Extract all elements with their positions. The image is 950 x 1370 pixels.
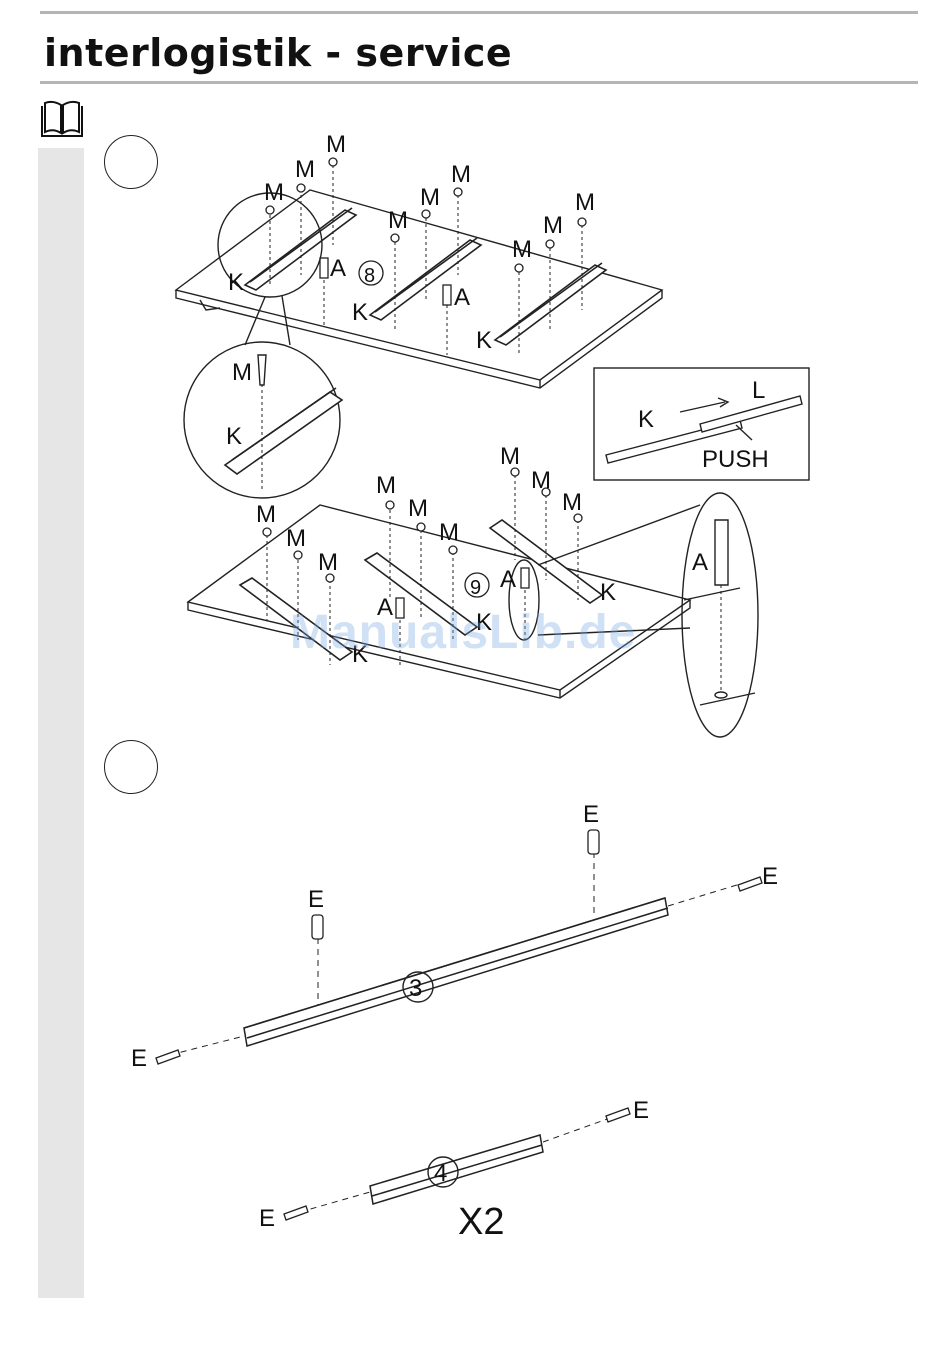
svg-text:M: M [388,207,408,234]
svg-text:M: M [451,161,471,188]
svg-text:M: M [512,236,532,263]
svg-text:M: M [318,549,338,576]
svg-text:M: M [295,156,315,183]
svg-text:M: M [256,501,276,528]
svg-text:M: M [232,359,252,386]
svg-text:M: M [286,525,306,552]
svg-text:M: M [439,519,459,546]
push-label: PUSH [702,446,769,473]
svg-text:M: M [575,189,595,216]
svg-text:M: M [264,179,284,206]
svg-text:E: E [633,1097,649,1124]
part-number-3: 3 [409,975,422,1002]
svg-text:M: M [376,472,396,499]
watermark: ManualsLib.de [290,605,636,660]
quantity-x2: X2 [458,1201,504,1243]
svg-text:M: M [531,467,551,494]
svg-text:M: M [420,184,440,211]
svg-text:E: E [762,863,778,890]
svg-text:A: A [454,284,470,311]
part-number-8: 8 [359,261,383,287]
svg-text:K: K [228,269,244,296]
svg-text:M: M [326,131,346,158]
svg-text:E: E [259,1205,275,1232]
label-l: L [752,377,765,404]
part-4-rail [370,1135,543,1204]
svg-text:9: 9 [470,577,481,599]
svg-text:E: E [308,886,324,913]
part-number-4: 4 [434,1160,447,1187]
svg-text:K: K [600,579,616,606]
part-number-9: 9 [465,573,489,599]
svg-text:K: K [638,406,654,433]
svg-text:E: E [583,801,599,828]
label-m-group: M M M M M M M M M M M M M M M M M M M [232,131,595,576]
part-3-rail [244,898,668,1046]
svg-text:8: 8 [364,265,375,287]
svg-text:M: M [500,443,520,470]
svg-text:M: M [543,212,563,239]
svg-text:A: A [692,549,708,576]
svg-text:M: M [408,495,428,522]
svg-text:A: A [330,255,346,282]
svg-text:E: E [131,1045,147,1072]
svg-text:K: K [352,299,368,326]
svg-text:A: A [500,566,516,593]
svg-text:M: M [562,489,582,516]
svg-text:K: K [476,327,492,354]
svg-text:K: K [226,423,242,450]
